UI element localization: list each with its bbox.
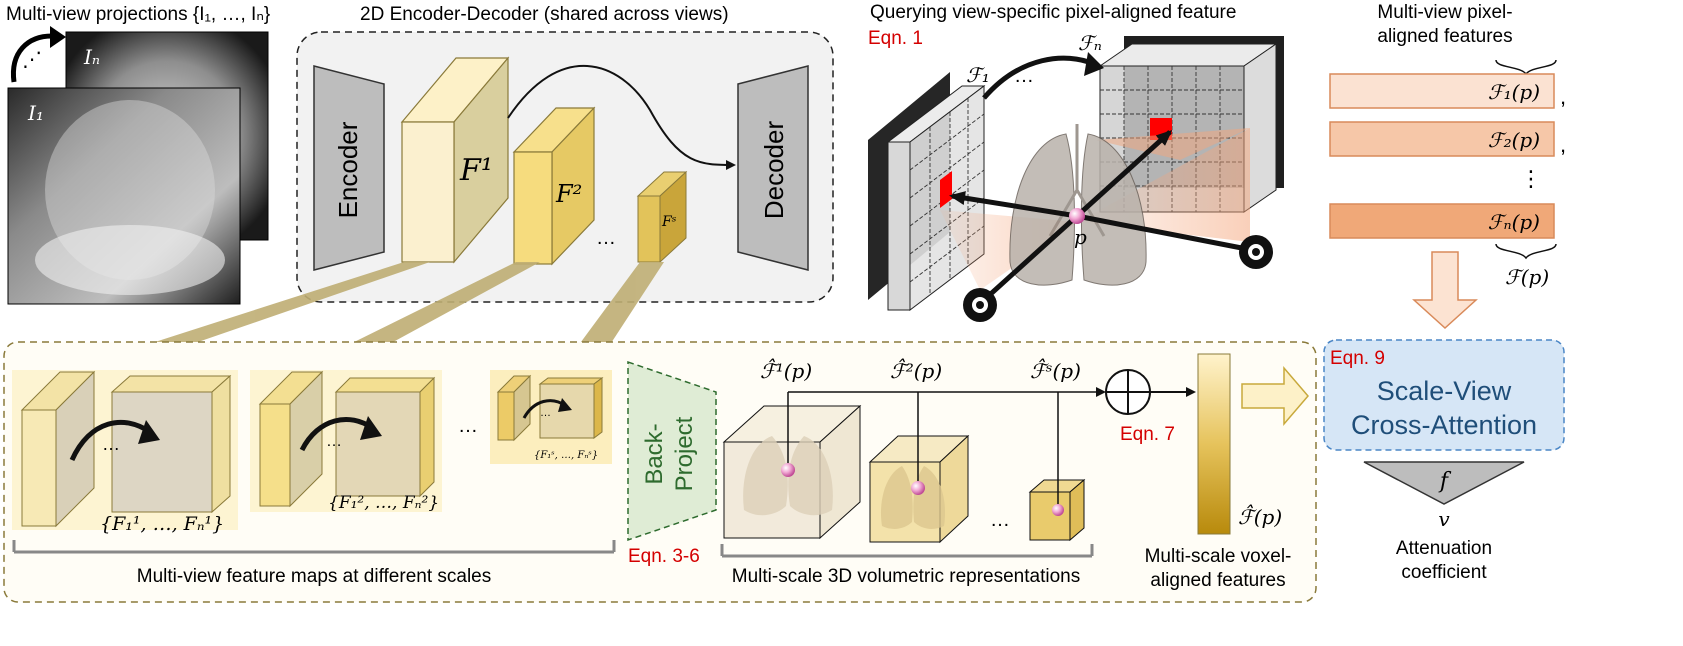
f1-label: ℱ₁ xyxy=(966,63,990,87)
output-symbol: v xyxy=(1438,507,1450,531)
volumes-caption: Multi-scale 3D volumetric representation… xyxy=(732,566,1080,587)
back-project-eqn: Eqn. 3-6 xyxy=(628,546,700,567)
f2-label: F² xyxy=(555,180,582,208)
feature-map-ellipsis: … xyxy=(458,415,478,437)
feature-block-fs: Fˢ xyxy=(636,170,688,264)
fs-label: Fˢ xyxy=(661,214,677,230)
back-project-line-1: Back- xyxy=(641,423,668,484)
encoder-label: Encoder xyxy=(333,121,363,218)
feature-block-f2: F² xyxy=(512,106,596,266)
output-caption-1: Attenuation xyxy=(1396,538,1492,559)
pixel-feature-vdots: ⋮ xyxy=(1520,166,1542,191)
pixel-features-panel: Multi-view pixel- aligned features ℱ₁(p)… xyxy=(1329,2,1566,330)
down-arrow-icon xyxy=(1412,251,1478,330)
feature-map-set-2: {F₁², …, Fₙ²} xyxy=(328,493,439,513)
pixel-features-title-2: aligned features xyxy=(1377,26,1512,47)
voxel-feature-bar xyxy=(1197,353,1231,535)
right-arrow-icon xyxy=(1241,365,1309,427)
feature-map-dots-2: … xyxy=(326,433,342,450)
source-ray-2 xyxy=(1076,213,1253,253)
attention-line-1: Scale-View xyxy=(1377,376,1512,406)
pixel-features-title-1: Multi-view pixel- xyxy=(1377,2,1512,23)
volume-sampling-lines xyxy=(787,387,1106,510)
mlp-block xyxy=(1363,461,1525,505)
ray-to-fn xyxy=(1075,129,1173,218)
attention-panel: Eqn. 9 Scale-View Cross-Attention f v At… xyxy=(1323,339,1565,583)
query-point-label: p xyxy=(1074,225,1087,249)
pixel-feature-label-n: ℱₙ(p) xyxy=(1488,210,1540,234)
decoder-label: Decoder xyxy=(759,121,789,220)
sum-icon xyxy=(1105,369,1151,415)
attention-eqn: Eqn. 9 xyxy=(1330,348,1385,369)
view-rotation-arrow xyxy=(982,55,1095,100)
feature-map-group-2: … {F₁², …, Fₙ²} xyxy=(250,370,442,513)
projection-label-first: I₁ xyxy=(27,101,44,125)
feature-maps-caption: Multi-view feature maps at different sca… xyxy=(137,566,491,587)
f1-label: F¹ xyxy=(459,153,493,188)
pixel-feature-row-2 xyxy=(1329,121,1555,157)
query-point xyxy=(1069,208,1085,224)
query-eqn: Eqn. 1 xyxy=(868,28,923,49)
decoder-block xyxy=(737,65,809,271)
pixel-feature-comma-2: , xyxy=(1560,132,1566,157)
query-title: Querying view-specific pixel-aligned fea… xyxy=(870,2,1236,23)
attention-line-2: Cross-Attention xyxy=(1351,410,1537,440)
fn-label: ℱₙ xyxy=(1078,31,1102,55)
encoder-decoder-title: 2D Encoder-Decoder (shared across views) xyxy=(360,4,729,25)
encoder-decoder-panel: 2D Encoder-Decoder (shared across views)… xyxy=(296,4,834,303)
back-project-line-2: Project xyxy=(671,416,698,491)
skip-connection-arrow xyxy=(507,64,736,170)
feature-map-dots-1: … xyxy=(102,434,120,454)
voxel-caption-1: Multi-scale voxel- xyxy=(1145,546,1292,567)
voxel-caption-2: aligned features xyxy=(1150,570,1285,591)
pixel-feature-label-1: ℱ₁(p) xyxy=(1488,80,1540,104)
cross-attention-box xyxy=(1323,339,1565,451)
volume-s-feature: ℱ̂ˢ(p) xyxy=(1030,358,1081,383)
volume-2 xyxy=(868,434,970,544)
volume-1 xyxy=(722,404,862,540)
sum-eqn: Eqn. 7 xyxy=(1120,424,1175,445)
source-ray-1 xyxy=(982,214,1079,302)
voxel-feature-symbol: ℱ̂(p) xyxy=(1238,504,1282,529)
output-caption-2: coefficient xyxy=(1401,562,1487,583)
pixel-feature-row-1 xyxy=(1329,73,1555,109)
curved-arrow-icon xyxy=(10,33,53,83)
encoder-block xyxy=(313,65,385,271)
feature-block-f1: F¹ xyxy=(400,56,510,264)
volume-1-feature: ℱ̂¹(p) xyxy=(760,358,812,383)
back-project-block: Back- Project Eqn. 3-6 xyxy=(627,360,717,567)
feature-map-set-1: {F₁¹, …, Fₙ¹} xyxy=(100,513,224,535)
query-dots: … xyxy=(1014,65,1034,87)
f1-sampled-pixel xyxy=(940,171,952,208)
volume-ellipsis: … xyxy=(990,509,1010,531)
query-panel: Querying view-specific pixel-aligned fea… xyxy=(868,2,1284,322)
volume-s xyxy=(1028,478,1086,542)
feature-map-set-s: {F₁ˢ, …, Fₙˢ} xyxy=(534,450,598,461)
pixel-feature-row-n xyxy=(1329,203,1555,239)
projections-title: Multi-view projections {I₁, …, Iₙ} xyxy=(6,4,270,25)
projection-dots: ⋰ xyxy=(22,49,42,71)
ray-to-f1 xyxy=(949,191,1078,219)
encoder-ellipsis: … xyxy=(596,227,616,249)
feature-map-group-s: … {F₁ˢ, …, Fₙˢ} xyxy=(490,370,612,464)
projections-panel: Multi-view projections {I₁, …, Iₙ} Iₙ I₁… xyxy=(6,4,270,305)
feature-map-group-1: … {F₁¹, …, Fₙ¹} xyxy=(12,370,238,535)
pixel-feature-comma-1: , xyxy=(1560,84,1566,109)
projection-label-last: Iₙ xyxy=(83,45,100,69)
feature-map-dots-s: … xyxy=(540,407,551,419)
pixel-feature-label-2: ℱ₂(p) xyxy=(1488,128,1540,152)
pixel-feature-combined: ℱ(p) xyxy=(1505,265,1549,289)
volume-2-feature: ℱ̂²(p) xyxy=(890,358,942,383)
